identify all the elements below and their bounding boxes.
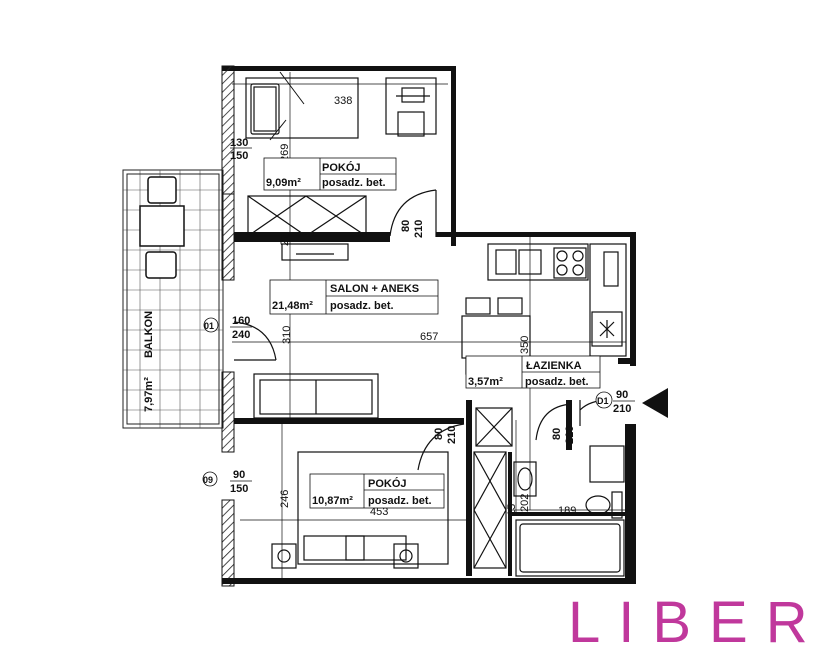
svg-text:POKÓJ: POKÓJ [322,161,361,174]
svg-text:01: 01 [204,321,214,331]
svg-text:240: 240 [232,329,250,341]
salon-furniture [233,243,627,419]
svg-text:posadz. bet.: posadz. bet. [322,177,386,189]
walls [221,65,636,587]
svg-text:9,09m²: 9,09m² [266,177,301,189]
libera-logo: LIBERA [568,590,818,655]
svg-text:21,48m²: 21,48m² [272,300,313,312]
bottom-furniture [271,399,625,577]
label-lazienka: ŁAZIENKA 3,57m² posadz. bet. [465,355,601,389]
svg-text:posadz. bet.: posadz. bet. [368,495,432,507]
window-top-dims: 130 150 [230,137,252,162]
label-pokoj-top: POKÓJ 9,09m² posadz. bet. [263,157,397,191]
balkon-area: 7,97m² [143,377,155,412]
balcony-chair-icon [139,176,185,279]
svg-text:09: 09 [203,475,213,485]
lamp-icon [277,549,413,563]
door-top-dims: 80 210 [400,220,425,238]
dim-salon-height: 310 [281,326,293,344]
fridge-icon [591,311,623,347]
svg-text:210: 210 [564,426,576,444]
svg-text:80: 80 [551,428,563,440]
svg-text:POKÓJ: POKÓJ [368,477,407,490]
stove-icon [553,247,587,279]
svg-text:posadz. bet.: posadz. bet. [330,300,394,312]
computer-icon [396,87,430,103]
svg-text:80: 80 [400,220,412,232]
balkon-name: BALKON [143,311,155,358]
door-bedroom-dims: 80 210 [433,426,458,444]
dim-salon-small: 27 [279,234,291,246]
balcony: BALKON 7,97m² [122,169,224,429]
dim-top-height: 269 [279,144,291,162]
entrance-dims: D1 90 210 [595,389,635,415]
svg-text:150: 150 [230,150,248,162]
svg-text:150: 150 [230,483,248,495]
svg-text:90: 90 [233,469,245,481]
svg-text:210: 210 [446,426,458,444]
window-bottom-dims: 09 90 150 [202,469,252,495]
dim-salon-width: 657 [420,331,438,343]
svg-text:3,57m²: 3,57m² [468,376,503,388]
svg-text:130: 130 [230,137,248,149]
dim-bath-height: 202 [519,494,531,512]
svg-text:posadz. bet.: posadz. bet. [525,376,589,388]
door-bath-dims: 80 210 [551,426,576,444]
svg-text:210: 210 [413,220,425,238]
dim-bath-small: 15 [506,504,518,516]
dim-bottom-height: 246 [279,490,291,508]
svg-text:160: 160 [232,315,250,327]
svg-text:SALON + ANEKS: SALON + ANEKS [330,283,419,295]
svg-text:80: 80 [433,428,445,440]
toilet-icon [585,491,623,519]
dim-bath-width: 189 [558,505,576,517]
dim-kitchen-height: 350 [519,336,531,354]
dim-top-width: 338 [334,95,352,107]
entrance-arrow-icon [642,388,668,418]
svg-text:90: 90 [616,389,628,401]
svg-text:D1: D1 [597,396,609,406]
label-salon: SALON + ANEKS 21,48m² posadz. bet. [269,279,439,315]
svg-text:10,87m²: 10,87m² [312,495,353,507]
label-pokoj-bottom: POKÓJ 10,87m² posadz. bet. [309,473,445,509]
dim-bottom-width: 453 [370,506,388,518]
svg-text:ŁAZIENKA: ŁAZIENKA [526,360,582,372]
svg-text:210: 210 [613,403,631,415]
sink-icon [495,249,542,275]
balcony-door-dims: 01 160 240 [203,315,252,341]
